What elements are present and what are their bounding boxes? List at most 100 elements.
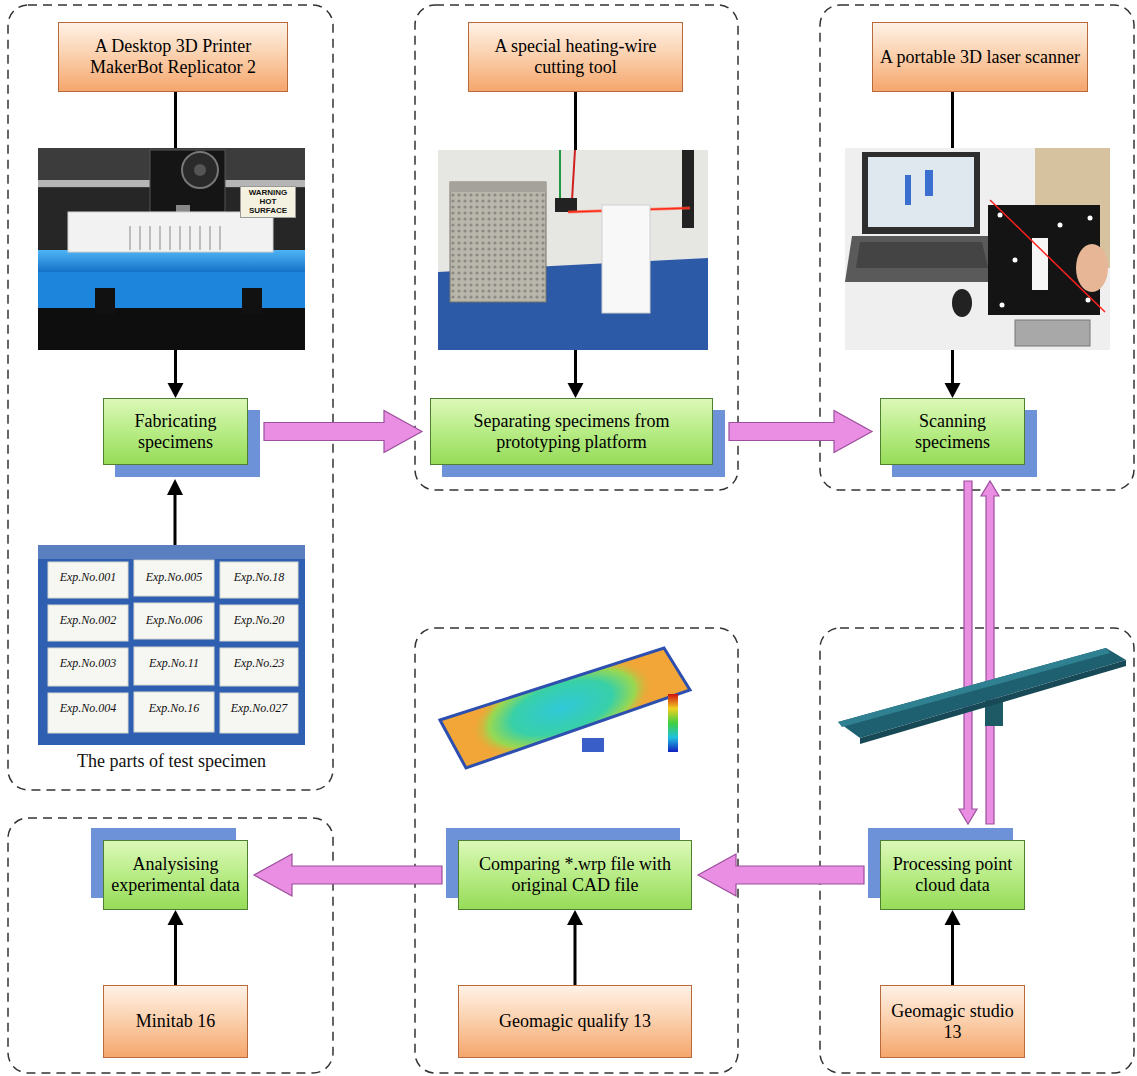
illustration-part xyxy=(862,152,980,234)
illustration-part xyxy=(8,818,333,1073)
illustration-part xyxy=(415,628,738,1073)
illustration-part xyxy=(182,152,218,188)
flow-arrow xyxy=(698,854,864,896)
specimen-tag: Exp.No.005 xyxy=(134,571,214,584)
flow-arrow xyxy=(959,481,977,824)
illustration-part xyxy=(838,648,1126,738)
illustration-part xyxy=(219,226,221,250)
illustration-part xyxy=(48,562,128,598)
illustration-part xyxy=(220,605,298,641)
arrow-head xyxy=(945,910,961,925)
flow-arrow xyxy=(729,411,872,453)
process-box: Analysising experimental data xyxy=(103,840,248,910)
flow-arrow xyxy=(698,854,864,896)
illustration-part xyxy=(682,150,694,228)
illustration-part xyxy=(149,226,151,250)
specimen-tag: Exp.No.11 xyxy=(134,657,214,670)
illustration-part xyxy=(438,150,708,350)
tool-arrow xyxy=(945,910,961,985)
flow-arrow xyxy=(729,411,872,453)
arrow-head xyxy=(168,383,184,398)
illustration-part xyxy=(820,5,1134,490)
tool-box: A special heating-wire cutting tool xyxy=(468,22,683,92)
box-text: Fabricating specimens xyxy=(111,411,240,452)
illustration-part xyxy=(856,242,988,268)
tool-arrow xyxy=(567,910,583,985)
specimen-tag: Exp.No.027 xyxy=(220,702,298,715)
illustration-part xyxy=(194,164,206,176)
illustration-part xyxy=(139,226,141,250)
specimen-tag: Exp.No.002 xyxy=(48,614,128,627)
illustration-part xyxy=(440,648,690,768)
illustration-part xyxy=(48,560,298,733)
process-box: Separating specimens from prototyping pl… xyxy=(430,398,713,465)
tool-box: A Desktop 3D Printer MakerBot Replicator… xyxy=(58,22,288,92)
software-box: Minitab 16 xyxy=(103,985,248,1058)
illustration-part xyxy=(8,5,333,790)
illustration-part xyxy=(209,226,211,250)
illustration-part xyxy=(998,213,1003,218)
tool-arrow xyxy=(168,910,184,985)
illustration-part xyxy=(555,198,577,212)
illustration-part xyxy=(174,494,177,545)
illustration-part xyxy=(134,603,214,639)
connector-line xyxy=(574,924,577,985)
illustration-part xyxy=(415,5,738,490)
box-text: Analysising experimental data xyxy=(111,854,240,895)
illustration-part xyxy=(582,738,604,752)
illustration-part xyxy=(1000,303,1005,308)
illustration-part xyxy=(220,648,298,686)
flow-arrow xyxy=(254,854,442,896)
connector-line xyxy=(951,924,954,985)
flow-arrow xyxy=(264,411,422,453)
box-text: A Desktop 3D Printer MakerBot Replicator… xyxy=(66,36,280,77)
process-box: Fabricating specimens xyxy=(103,398,248,465)
arrow-head xyxy=(168,910,184,925)
illustration-part xyxy=(220,693,298,733)
illustration-part xyxy=(1076,244,1108,292)
box-text: Scanning specimens xyxy=(888,411,1017,452)
photo-caption: The parts of test specimen xyxy=(38,752,305,772)
specimen-tag: Exp.No.20 xyxy=(220,614,298,627)
box-text: Comparing *.wrp file with original CAD f… xyxy=(466,854,684,895)
illustration-part xyxy=(134,647,214,685)
illustration-part xyxy=(134,560,214,596)
illustration-part xyxy=(1086,298,1091,303)
illustration-part xyxy=(868,157,974,227)
specimen-tag: Exp.No.004 xyxy=(48,702,128,715)
process-box: Scanning specimens xyxy=(880,398,1025,465)
box-text: Minitab 16 xyxy=(136,1011,216,1032)
specimen-tag: Exp.No.003 xyxy=(48,657,128,670)
illustration-part xyxy=(38,272,305,308)
illustration-part xyxy=(1088,216,1093,221)
illustration-part xyxy=(572,150,575,200)
illustration-part xyxy=(38,250,305,272)
box-text: A special heating-wire cutting tool xyxy=(476,36,675,77)
flow-arrow xyxy=(981,481,999,824)
illustration-part xyxy=(838,648,1110,727)
illustration-part xyxy=(38,545,305,745)
illustration-part xyxy=(1015,320,1090,346)
illustration-part xyxy=(1013,258,1018,263)
specimen-tag: Exp.No.001 xyxy=(48,571,128,584)
illustration-part xyxy=(925,170,933,196)
illustration-part xyxy=(130,226,220,250)
specimen-tag: Exp.No.23 xyxy=(220,657,298,670)
arrow-head xyxy=(567,910,583,925)
flow-arrow xyxy=(254,854,442,896)
illustration-part xyxy=(150,150,225,212)
flow-arrow xyxy=(264,411,422,453)
software-box: Geomagic studio 13 xyxy=(880,985,1025,1058)
illustration-part xyxy=(169,226,171,250)
illustration-part xyxy=(167,479,183,495)
illustration-part xyxy=(48,648,128,686)
illustration-part xyxy=(668,694,678,752)
illustration-part xyxy=(430,639,700,780)
illustration-part xyxy=(450,182,546,192)
process-box: Processing point cloud data xyxy=(880,840,1025,910)
process-box: Comparing *.wrp file with original CAD f… xyxy=(458,840,692,910)
arrow-head xyxy=(945,383,961,398)
